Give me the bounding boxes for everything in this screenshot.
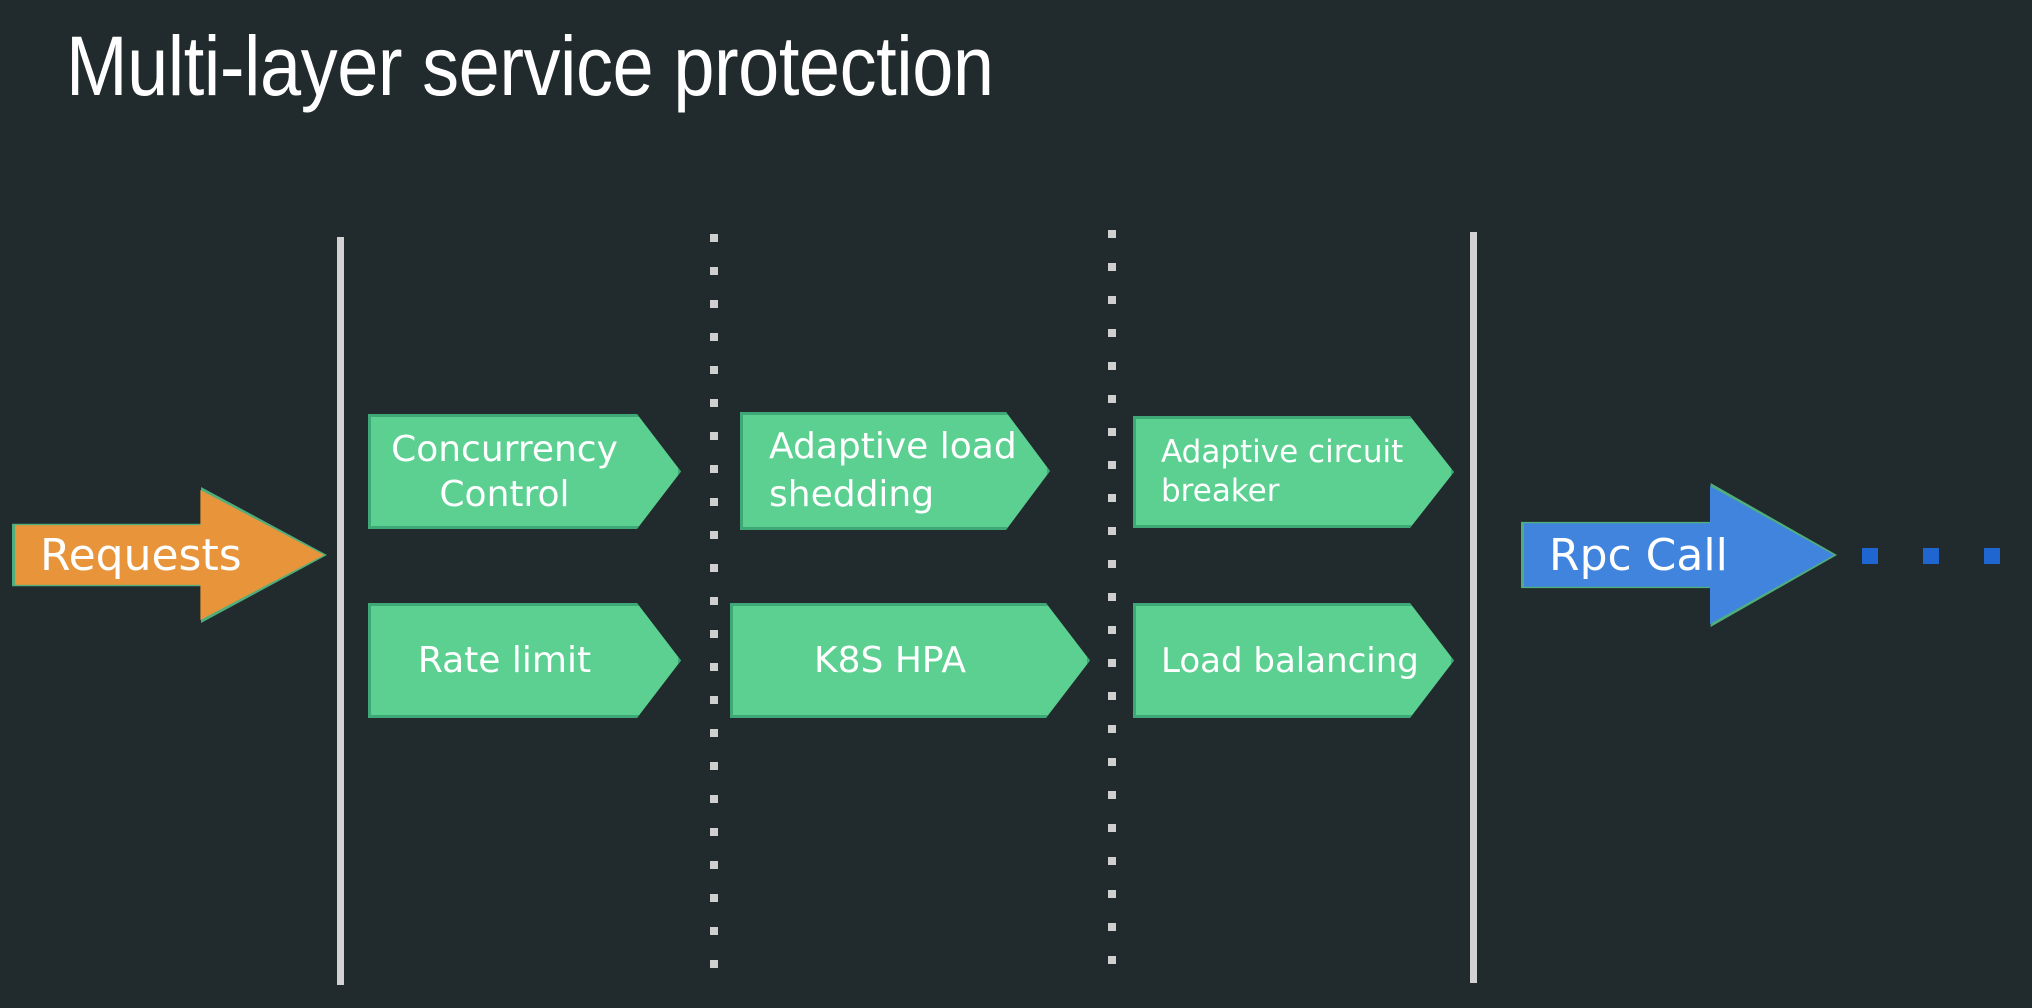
requests-arrow[interactable]: Requests: [12, 487, 327, 623]
divider-dash: [1108, 296, 1116, 304]
divider-dash: [1108, 956, 1116, 964]
stage-label: Concurrency Control: [391, 428, 618, 515]
divider-dash: [1108, 263, 1116, 271]
divider-dash: [710, 696, 718, 704]
divider-dash: [1108, 527, 1116, 535]
divider-dash: [1108, 461, 1116, 469]
stage-label: Adaptive circuit breaker: [1161, 434, 1404, 509]
divider-dash: [1108, 758, 1116, 766]
divider-dash: [710, 828, 718, 836]
layer-separator-dashed-2: [1108, 230, 1116, 964]
divider-dash: [1108, 329, 1116, 337]
divider-dash: [1108, 692, 1116, 700]
divider-dash: [1108, 923, 1116, 931]
stage-label: Rate limit: [417, 640, 592, 681]
stage-box-adaptive-circuit-breaker[interactable]: Adaptive circuit breaker: [1133, 416, 1454, 528]
divider-dash: [710, 795, 718, 803]
divider-dash: [1108, 890, 1116, 898]
rpc-call-arrow[interactable]: Rpc Call: [1521, 483, 1837, 627]
divider-dash: [1108, 725, 1116, 733]
stage-box-rate-limit[interactable]: Rate limit: [368, 603, 681, 718]
trailing-dot: [1862, 548, 1878, 564]
divider-dash: [1108, 428, 1116, 436]
trailing-dots: [1862, 548, 2032, 564]
stage-label: Adaptive load shedding: [769, 426, 1017, 515]
divider-dash: [1108, 395, 1116, 403]
divider-dash: [710, 465, 718, 473]
divider-dash: [710, 894, 718, 902]
rpc-call-arrow-label: Rpc Call: [1549, 529, 1728, 581]
divider-dash: [710, 531, 718, 539]
divider-dash: [710, 861, 718, 869]
stage-box-adaptive-load-shedding[interactable]: Adaptive load shedding: [740, 412, 1050, 530]
boundary-line-right: [1470, 232, 1477, 983]
divider-dash: [710, 234, 718, 242]
requests-arrow-label: Requests: [40, 529, 242, 581]
divider-dash: [710, 432, 718, 440]
divider-dash: [710, 300, 718, 308]
divider-dash: [1108, 659, 1116, 667]
divider-dash: [710, 927, 718, 935]
divider-dash: [1108, 494, 1116, 502]
divider-dash: [1108, 824, 1116, 832]
divider-dash: [1108, 857, 1116, 865]
trailing-dot: [1984, 548, 2000, 564]
divider-dash: [1108, 560, 1116, 568]
divider-dash: [710, 333, 718, 341]
divider-dash: [710, 960, 718, 968]
divider-dash: [1108, 230, 1116, 238]
page-title: Multi-layer service protection: [66, 19, 994, 113]
stage-label: Load balancing: [1161, 640, 1419, 681]
divider-dash: [710, 399, 718, 407]
divider-dash: [710, 762, 718, 770]
divider-dash: [710, 630, 718, 638]
divider-dash: [1108, 593, 1116, 601]
divider-dash: [710, 564, 718, 572]
divider-dash: [1108, 791, 1116, 799]
divider-dash: [710, 663, 718, 671]
boundary-line-left: [337, 237, 344, 985]
stage-box-k8s-hpa[interactable]: K8S HPA: [730, 603, 1090, 718]
stage-label: K8S HPA: [814, 640, 966, 681]
divider-dash: [710, 267, 718, 275]
trailing-dot: [1923, 548, 1939, 564]
divider-dash: [1108, 626, 1116, 634]
stage-box-load-balancing[interactable]: Load balancing: [1133, 603, 1454, 718]
divider-dash: [710, 366, 718, 374]
divider-dash: [710, 729, 718, 737]
divider-dash: [710, 498, 718, 506]
stage-box-concurrency-control[interactable]: Concurrency Control: [368, 414, 681, 529]
divider-dash: [710, 597, 718, 605]
divider-dash: [1108, 362, 1116, 370]
layer-separator-dashed-1: [710, 234, 718, 968]
